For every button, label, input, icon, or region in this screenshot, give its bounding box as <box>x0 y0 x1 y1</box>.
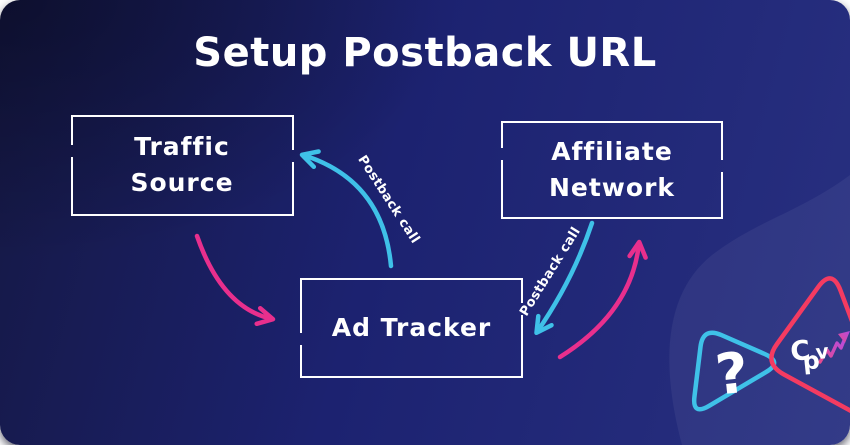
arrowhead-up-icon <box>627 239 648 260</box>
traffic-source-box-border <box>71 115 294 216</box>
question-mark-decoration: ? <box>712 340 752 409</box>
traffic-source-label-line2: Source <box>130 168 234 197</box>
arrow-source-to-tracker <box>194 233 276 327</box>
affiliate-network-label-line2: Network <box>548 173 676 202</box>
cpv-logo: C p v <box>786 329 850 383</box>
page-title: Setup Postback URL <box>193 30 657 76</box>
logo-zigzag-icon <box>818 331 850 364</box>
traffic-source-label-line1: Traffic <box>134 132 230 161</box>
arrow-tracker-to-source <box>299 149 394 269</box>
arrow-tracker-to-network <box>557 239 648 360</box>
corner-swoosh-shape <box>669 175 850 445</box>
ad-tracker-label: Ad Tracker <box>331 313 492 342</box>
ad-tracker-box-border <box>300 278 523 378</box>
arrowhead-left-icon <box>299 149 321 170</box>
affiliate-network-label-line1: Affiliate <box>551 137 673 166</box>
pink-triangle-shape <box>769 276 850 413</box>
affiliate-network-box: Affiliate Network <box>501 121 723 219</box>
ad-tracker-box: Ad Tracker <box>300 278 523 378</box>
arrowhead-right-icon <box>254 305 276 327</box>
traffic-source-box: Traffic Source <box>71 115 293 215</box>
logo-letter-v: v <box>814 339 830 365</box>
affiliate-network-box-border <box>501 121 723 219</box>
arrowhead-down-icon <box>534 313 554 336</box>
arrow-network-to-tracker <box>534 220 595 336</box>
